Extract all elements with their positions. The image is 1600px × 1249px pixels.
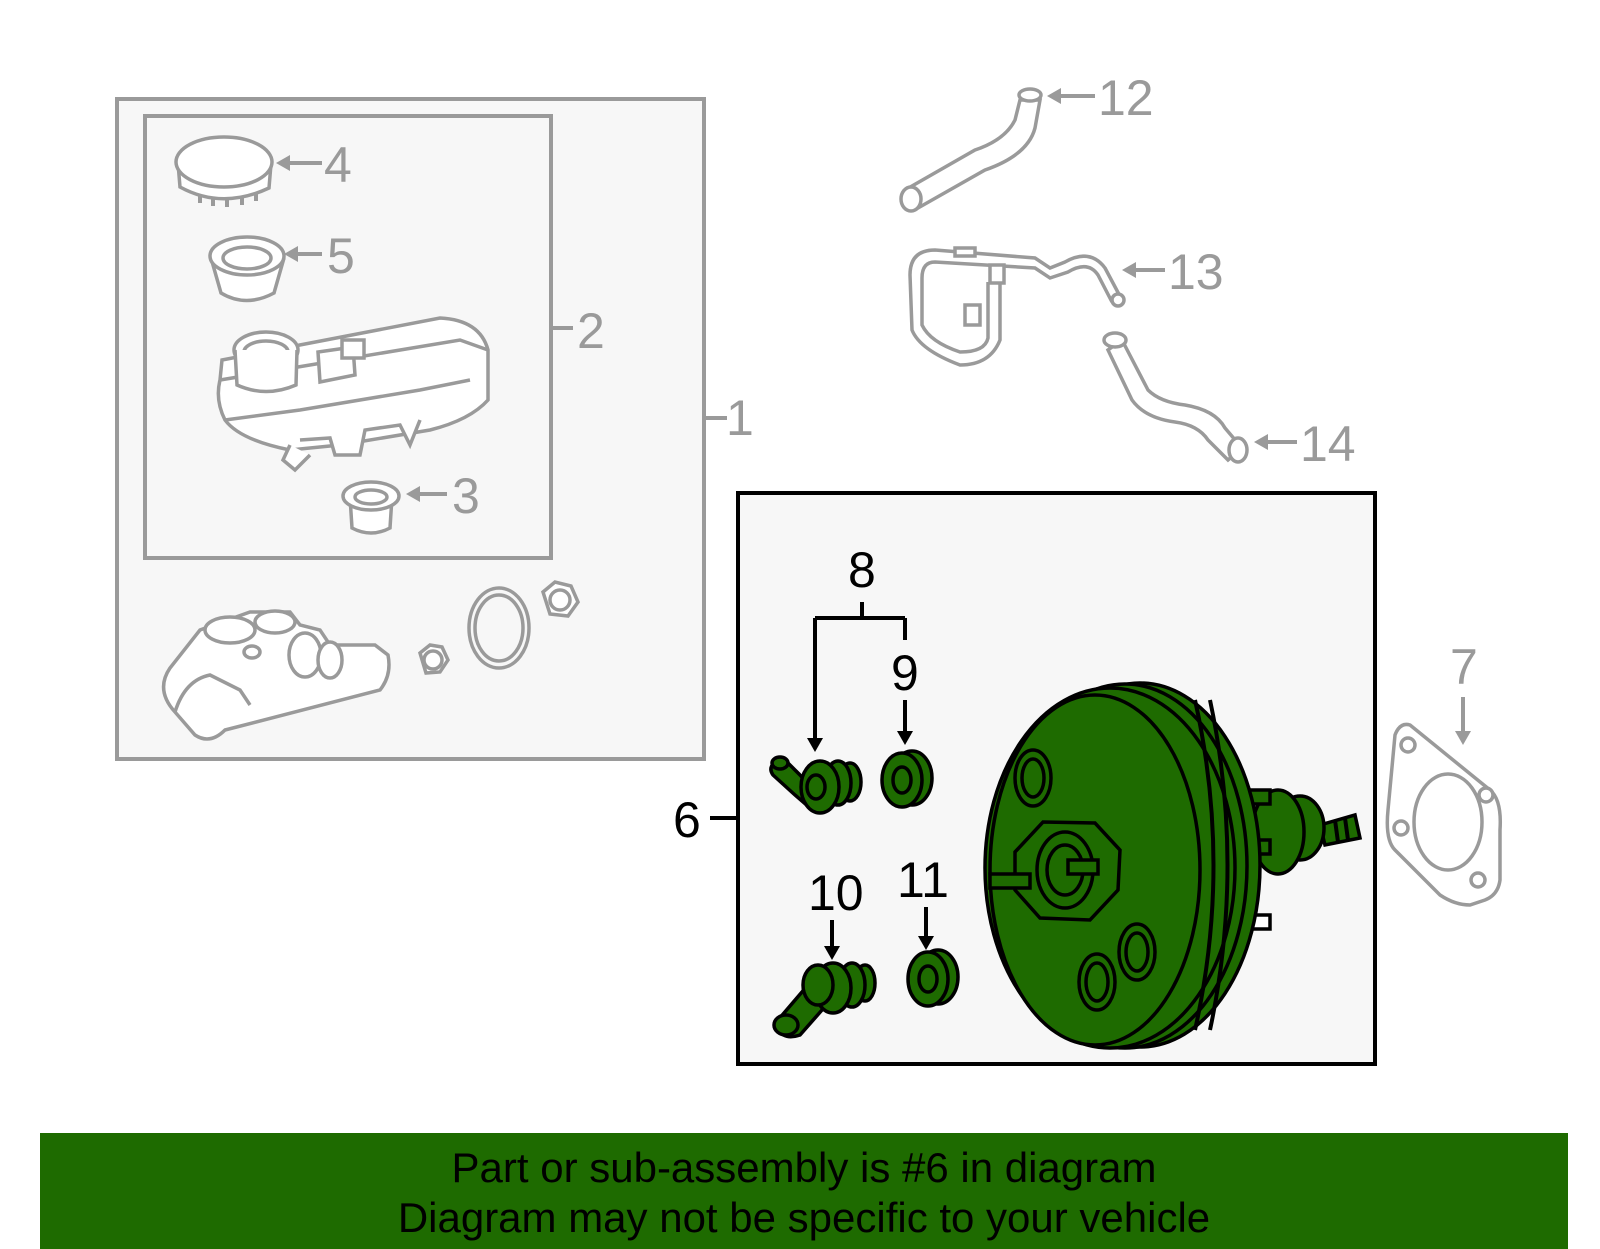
callout-5[interactable]: 5: [327, 228, 355, 284]
o-ring-part[interactable]: [467, 586, 531, 670]
vacuum-tube-13-part[interactable]: [908, 246, 1126, 367]
callout-11[interactable]: 11: [897, 852, 949, 908]
callout-3[interactable]: 3: [452, 468, 480, 524]
callout-13[interactable]: 13: [1168, 244, 1224, 300]
booster-gasket-part[interactable]: [1385, 722, 1503, 907]
callout-2[interactable]: 2: [577, 303, 605, 359]
elbow-valve-part[interactable]: [772, 961, 877, 1039]
nut-part[interactable]: [417, 643, 450, 675]
callout-14[interactable]: 14: [1300, 416, 1356, 472]
callout-8[interactable]: 8: [848, 542, 876, 598]
reservoir-tank-part[interactable]: [216, 316, 490, 473]
elbow-grommet-part[interactable]: [906, 948, 960, 1008]
callout-12[interactable]: 12: [1098, 70, 1154, 126]
check-valve-part[interactable]: [769, 755, 863, 815]
info-banner: Part or sub-assembly is #6 in diagram Di…: [40, 1133, 1568, 1249]
callout-6[interactable]: 6: [673, 792, 701, 848]
vacuum-hose-12-part[interactable]: [899, 87, 1043, 213]
reservoir-grommet-part[interactable]: [341, 480, 401, 535]
callout-4[interactable]: 4: [324, 137, 352, 193]
strainer-part[interactable]: [208, 235, 286, 303]
callout-7[interactable]: 7: [1450, 639, 1478, 695]
vacuum-hose-14-part[interactable]: [1102, 331, 1249, 464]
brake-booster-part[interactable]: [983, 681, 1363, 1050]
nut-upper-part[interactable]: [540, 580, 581, 618]
valve-grommet-part[interactable]: [880, 749, 934, 809]
callout-1[interactable]: 1: [726, 390, 754, 446]
callout-9[interactable]: 9: [891, 645, 919, 701]
callout-10[interactable]: 10: [808, 865, 864, 921]
banner-line-2: Diagram may not be specific to your vehi…: [397, 1194, 1211, 1241]
reservoir-cap-part[interactable]: [174, 135, 274, 207]
master-cylinder-part[interactable]: [161, 609, 391, 741]
banner-line-1: Part or sub-assembly is #6 in diagram: [451, 1144, 1157, 1191]
